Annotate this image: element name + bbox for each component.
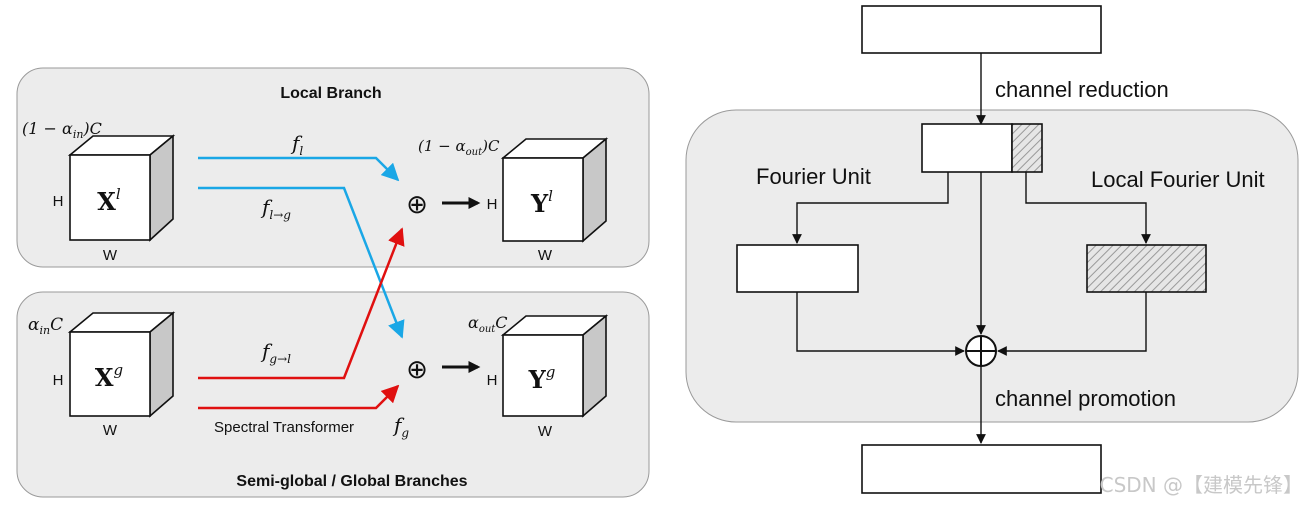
local-branch-title: Local Branch (280, 85, 381, 102)
input-box (861, 5, 1102, 54)
fourier-unit-box (736, 244, 859, 293)
cube-yg-w: W (538, 423, 553, 440)
edge-to-local-fourier-unit (1025, 172, 1151, 244)
cube-yl-h: H (487, 196, 498, 213)
spectral-transformer-panel (685, 109, 1299, 423)
watermark: CSDN @【建模先锋】 (1100, 473, 1303, 497)
edge-global-to-local (198, 227, 405, 380)
cube-xl: Xl H W (1 − αin)C (22, 119, 176, 264)
cube-yg: Yg H W αoutC (468, 313, 609, 440)
output-box (861, 444, 1102, 494)
sum-symbol-global: ⊕ (406, 354, 428, 384)
local-fourier-unit-box (1086, 244, 1207, 293)
cube-yg-channels: αoutC (468, 313, 508, 335)
cube-xg-w: W (103, 422, 118, 439)
cube-yg-label: Yg (528, 363, 556, 394)
cube-xg-channels: αinC (28, 315, 63, 337)
cube-xl-channels: (1 − αin)C (22, 119, 102, 141)
edge-to-fourier-unit (792, 172, 949, 244)
reduced-feature-box (921, 123, 1043, 173)
cube-xg-h: H (53, 372, 64, 389)
cube-yg-h: H (487, 372, 498, 389)
cube-yl-channels: (1 − αout)C (418, 137, 500, 158)
cube-xg-label: Xg (95, 361, 123, 392)
sum-node (965, 335, 997, 367)
local-branch-panel: Local Branch (16, 67, 650, 268)
cube-xl-label: Xl (97, 185, 121, 216)
channel-promotion-label: channel promotion (995, 386, 1176, 411)
edge-local-to-local (198, 156, 400, 182)
cube-yl: Yl H W (1 − αout)C (418, 137, 609, 264)
edge-global-to-global (198, 384, 400, 410)
edge-label-spectral-transformer: Spectral Transformer (214, 419, 354, 436)
fourier-unit-label: Fourier Unit (756, 164, 871, 189)
channel-reduction-label: channel reduction (995, 77, 1169, 102)
global-branch-panel: Semi-global / Global Branches (16, 291, 650, 498)
cube-xl-w: W (103, 247, 118, 264)
cube-yl-w: W (538, 247, 553, 264)
cube-xl-h: H (53, 193, 64, 210)
local-fourier-unit-label: Local Fourier Unit (1091, 167, 1265, 192)
cube-xg: Xg H W αinC (28, 311, 176, 439)
cube-yl-label: Yl (530, 187, 553, 218)
global-branch-title: Semi-global / Global Branches (236, 473, 467, 490)
edge-local-fourier-unit-to-sum (997, 292, 1147, 356)
edge-fourier-unit-to-sum (796, 292, 965, 356)
edge-local-to-global (198, 186, 405, 339)
sum-symbol-local: ⊕ (406, 189, 428, 219)
